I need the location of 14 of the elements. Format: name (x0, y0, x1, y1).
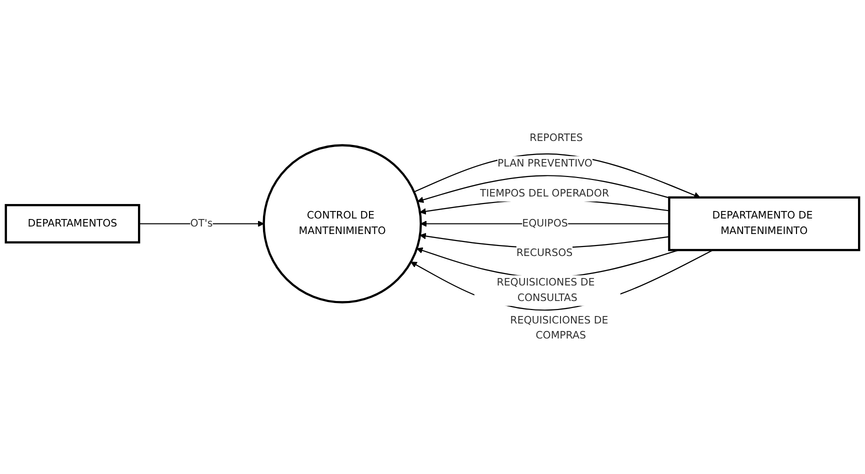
edge-label: REQUISICIONES DE COMPRAS (510, 314, 608, 342)
node-box: DEPARTAMENTOS (4, 204, 140, 244)
edge-label: REQUISICIONES DE CONSULTAS (496, 276, 595, 304)
arrow (417, 174, 670, 203)
node-box: DEPARTAMENTO DE MANTENIMEINTO (668, 196, 860, 251)
arrow (414, 153, 700, 198)
edge-label: EQUIPOS (522, 217, 568, 229)
arrow (139, 220, 264, 227)
edge-label: RECURSOS (516, 247, 573, 259)
edge-label: PLAN PREVENTIVO (498, 157, 593, 169)
node-circle: CONTROL DE MANTENIMIENTO (262, 144, 422, 304)
edge-label: OT's (190, 217, 213, 229)
edge-label: REPORTES (530, 132, 583, 144)
edge-label: TIEMPOS DEL OPERADOR (480, 187, 610, 200)
